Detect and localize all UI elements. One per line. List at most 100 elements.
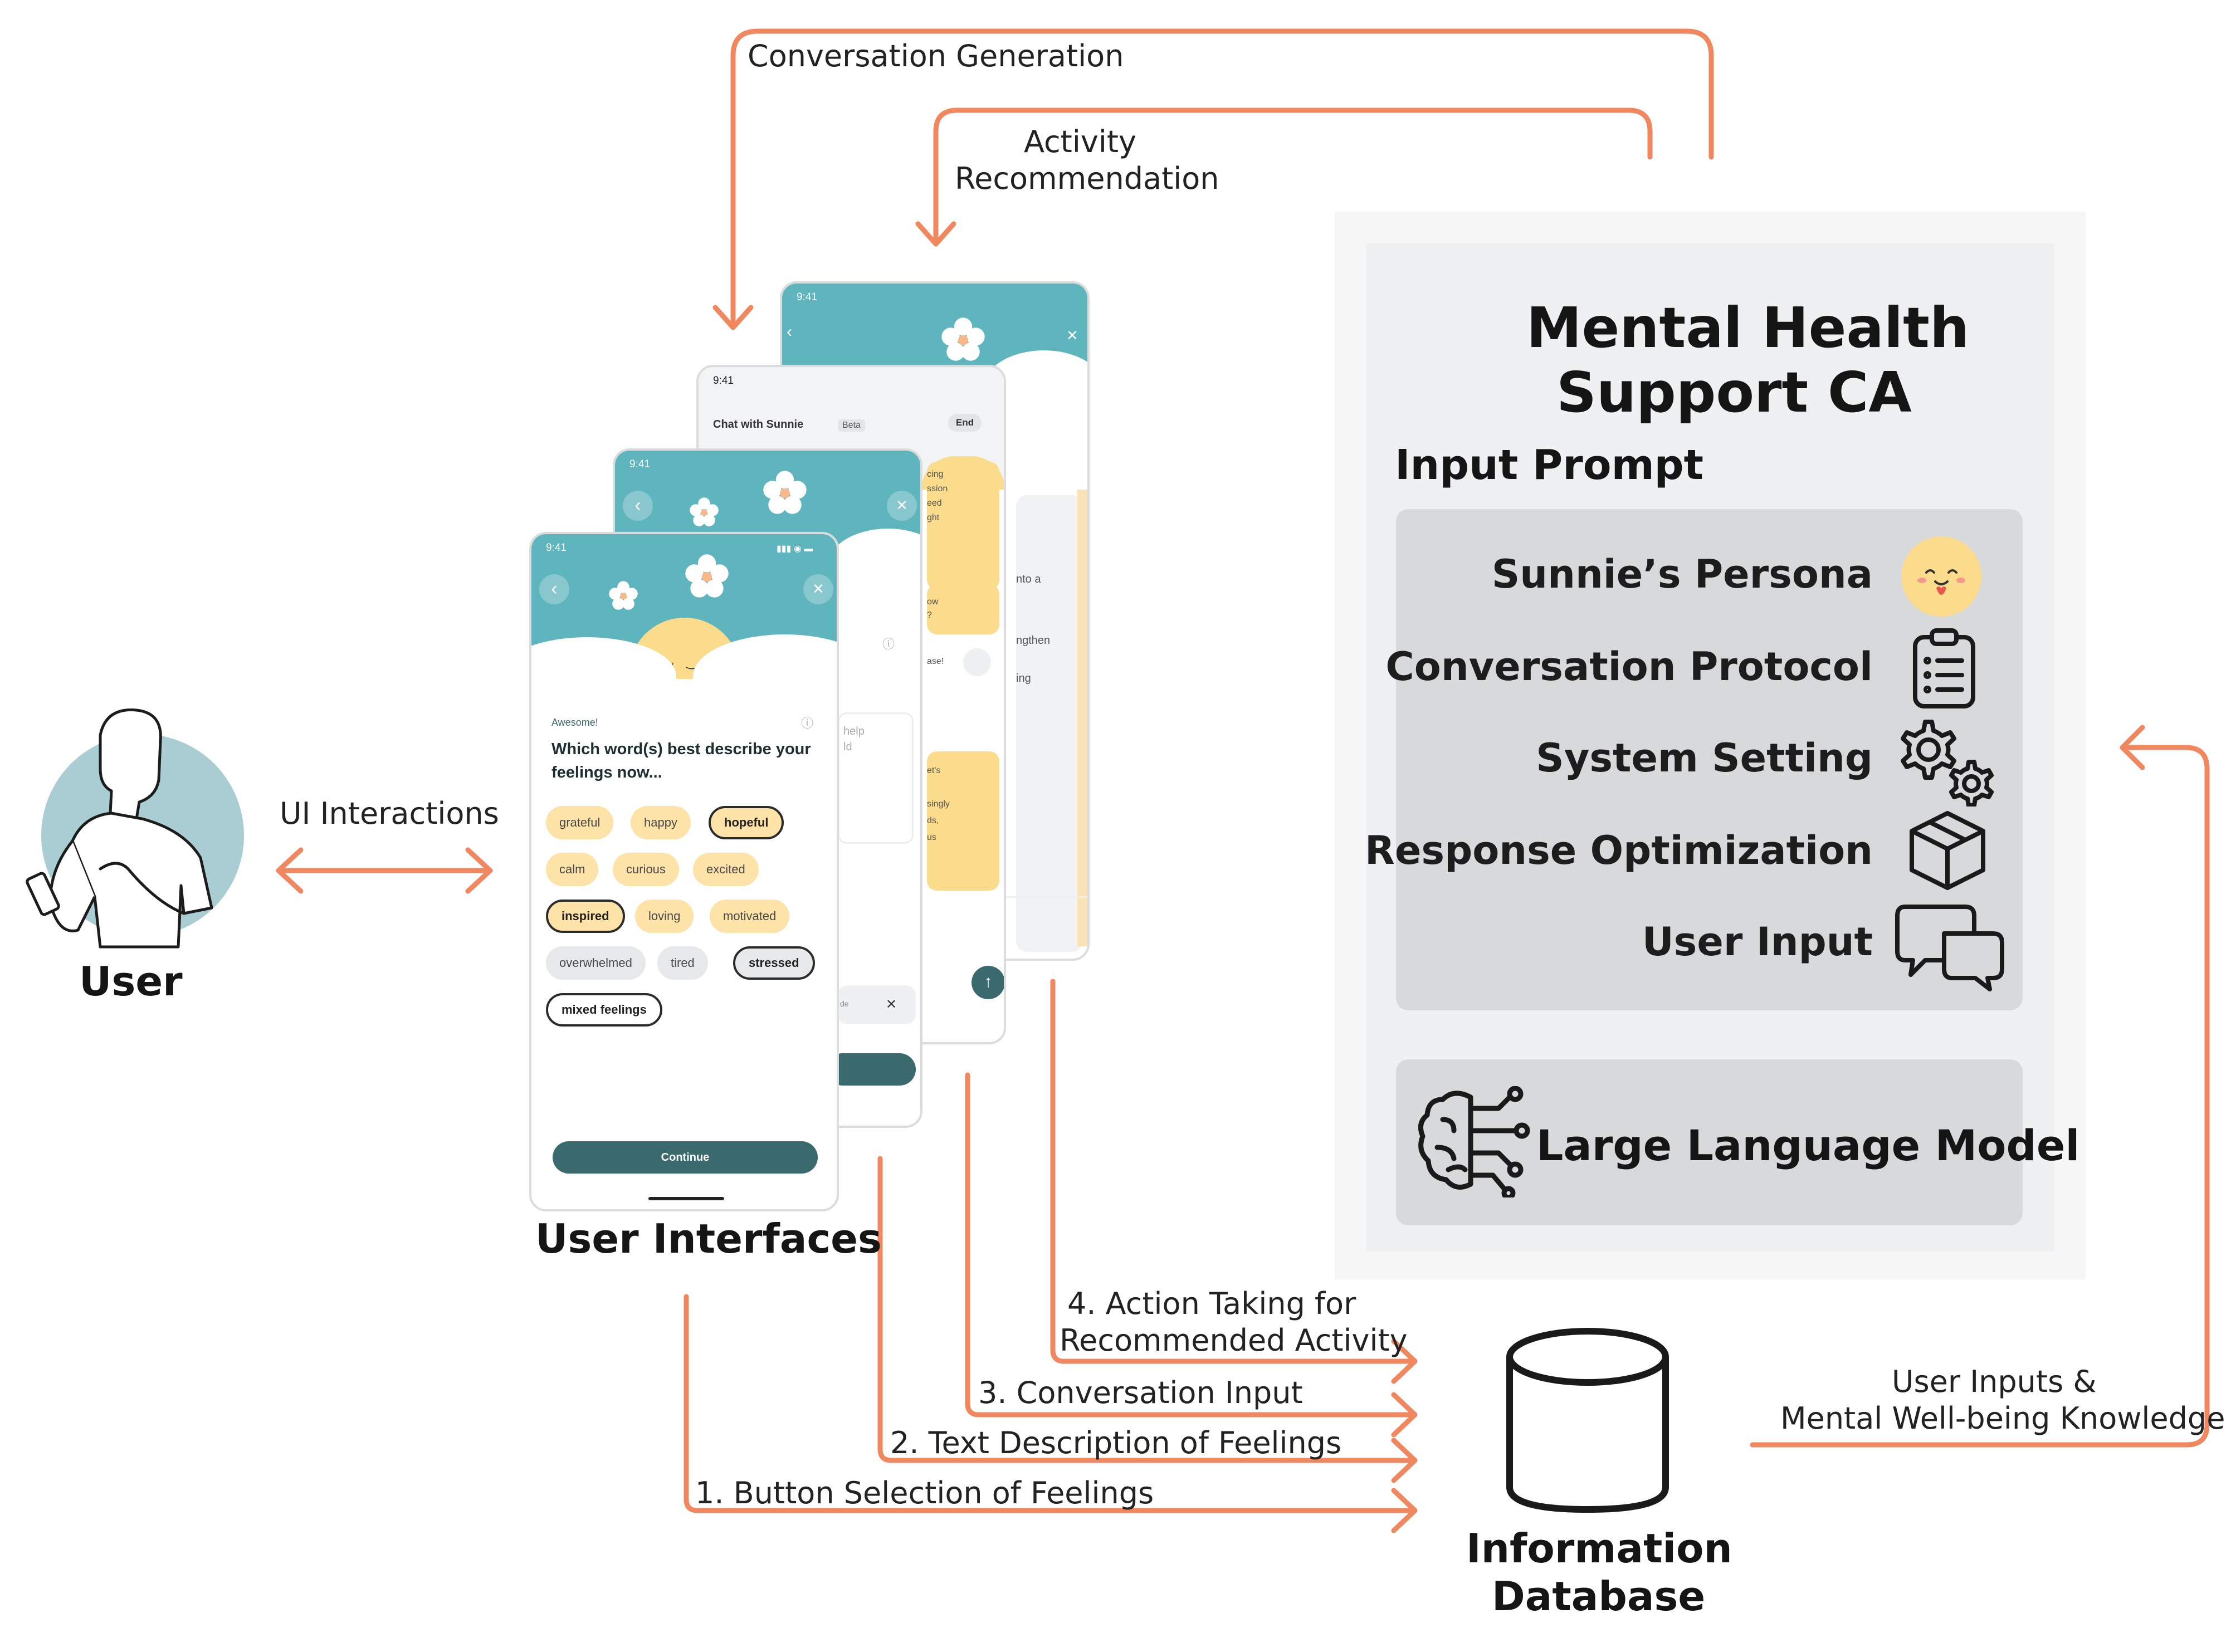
arrowhead-step3 [1391, 1392, 1418, 1438]
chip-overwhelmed[interactable]: overwhelmed [546, 946, 646, 980]
brain-circuit-icon [1418, 1086, 1530, 1198]
chip-calm[interactable]: calm [546, 853, 599, 886]
close-icon[interactable]: ✕ [1066, 327, 1078, 344]
prompt-item-persona: Sunnie’s Persona [1491, 551, 1873, 597]
flower-icon [763, 471, 807, 514]
chip-curious[interactable]: curious [613, 853, 679, 886]
conversation-generation-label: Conversation Generation [748, 38, 1124, 74]
continue-button[interactable]: Continue [553, 1141, 818, 1174]
close-button[interactable]: ✕ [803, 574, 833, 604]
chip-mixed-feelings[interactable]: mixed feelings [546, 993, 662, 1027]
arrowhead-step4 [1391, 1338, 1418, 1384]
back-icon[interactable]: ‹ [787, 322, 792, 341]
chip-excited[interactable]: excited [693, 853, 759, 886]
feedback-label-2: Mental Well-being Knowledge [1780, 1401, 2225, 1436]
arrowhead-ui-left [276, 847, 304, 894]
hint-fragment: de [840, 999, 849, 1008]
arrow-conversation-generation [730, 28, 1714, 330]
chip-motivated[interactable]: motivated [710, 900, 790, 933]
arrow-step3 [965, 1072, 1418, 1418]
info-icon[interactable]: ⓘ [882, 637, 895, 651]
arrowhead-feedback [2120, 725, 2145, 770]
ca-title-1: Mental Health [1526, 295, 1970, 360]
arrowhead-step2 [1391, 1438, 1418, 1483]
dismiss-icon[interactable]: ✕ [886, 997, 897, 1012]
feedback-label-1: User Inputs & [1892, 1364, 2097, 1399]
flower-icon [941, 317, 985, 361]
question-heading: Which word(s) best describe your feeling… [551, 740, 811, 781]
ui-interactions-label: UI Interactions [280, 796, 499, 831]
fragment-strengthen: ngthen [1016, 634, 1051, 647]
prompt-item-user-input: User Input [1642, 919, 1873, 965]
step2-label: 2. Text Description of Feelings [890, 1425, 1342, 1460]
chip-inspired[interactable]: inspired [546, 900, 625, 933]
chat-bubbles-icon [1895, 905, 2004, 991]
input-prompt-heading: Input Prompt [1395, 441, 1704, 489]
llm-label: Large Language Model [1536, 1121, 2080, 1170]
flower-small-icon [609, 581, 638, 610]
chip-tired[interactable]: tired [657, 946, 708, 980]
activity-recommendation-label-2: Recommendation [955, 161, 1219, 196]
info-icon[interactable]: ⓘ [801, 716, 814, 730]
gears-icon [1901, 720, 1994, 807]
clipboard-list-icon [1913, 628, 1975, 708]
user-illustration-icon [26, 708, 244, 949]
prompt-item-system: System Setting [1536, 735, 1873, 781]
fragment-into: nto a [1016, 573, 1041, 585]
database-label-2: Database [1492, 1573, 1706, 1620]
chat-title: Chat with Sunnie [713, 418, 804, 431]
step4-label-2: Recommended Activity [1060, 1323, 1408, 1358]
back-button[interactable]: ‹ [623, 491, 653, 521]
arrowhead-ui-right [465, 847, 493, 894]
close-button[interactable]: ✕ [887, 491, 917, 521]
arrowhead-step1 [1391, 1488, 1418, 1533]
database-label-1: Information [1466, 1525, 1732, 1572]
user-interfaces-label: User Interfaces [535, 1215, 882, 1262]
arrow-feedback [1750, 745, 2210, 1448]
phone-screen-button-feelings: 9:41 ▮▮▮ ◉ ▬ ‹ ✕ ◡ ‿ ◡ Awesome! ⓘ Which … [529, 532, 839, 1211]
arrow-activity-recommendation [933, 107, 1653, 247]
database-icon [1506, 1328, 1669, 1513]
arrow-step4 [1050, 979, 1418, 1364]
eyebrow-text: Awesome! [551, 717, 598, 728]
sun-face-icon [1901, 536, 1981, 617]
box-icon [1910, 811, 1985, 890]
avatar [963, 648, 991, 676]
chip-happy[interactable]: happy [631, 806, 691, 839]
status-time: 9:41 [797, 291, 817, 303]
home-indicator [648, 1197, 724, 1200]
beta-badge: Beta [838, 419, 865, 432]
submit-button[interactable] [827, 1053, 916, 1086]
send-button[interactable]: ↑ [972, 966, 1004, 999]
status-time: 9:41 [713, 375, 734, 387]
chip-hopeful[interactable]: hopeful [709, 806, 784, 839]
prompt-item-protocol: Conversation Protocol [1385, 644, 1873, 690]
chat-fragment-c: ase! [927, 657, 944, 666]
ca-title-2: Support CA [1556, 360, 1912, 425]
step1-label: 1. Button Selection of Feelings [695, 1475, 1154, 1511]
llm-box [1396, 1059, 2023, 1225]
end-chat-button[interactable]: End [948, 414, 982, 432]
user-label: User [79, 958, 183, 1005]
chip-stressed[interactable]: stressed [733, 946, 815, 980]
arrow-step1 [684, 1294, 1418, 1513]
activity-recommendation-label-1: Activity [1024, 124, 1136, 159]
chip-grateful[interactable]: grateful [546, 806, 614, 839]
chat-fragment-b: ow? [927, 597, 939, 620]
chip-loving[interactable]: loving [635, 900, 694, 933]
prompt-item-response: Response Optimization [1365, 828, 1873, 873]
flower-icon [685, 554, 729, 598]
step4-label-1: 4. Action Taking for [1067, 1286, 1356, 1321]
back-button[interactable]: ‹ [539, 574, 569, 604]
arrowhead-conversation-generation [712, 305, 754, 330]
flower-small-icon [690, 497, 719, 526]
arrow-step2 [877, 1156, 1418, 1463]
status-time: 9:41 [546, 542, 567, 554]
step3-label: 3. Conversation Input [978, 1375, 1303, 1410]
fragment-ing: ing [1016, 672, 1031, 685]
